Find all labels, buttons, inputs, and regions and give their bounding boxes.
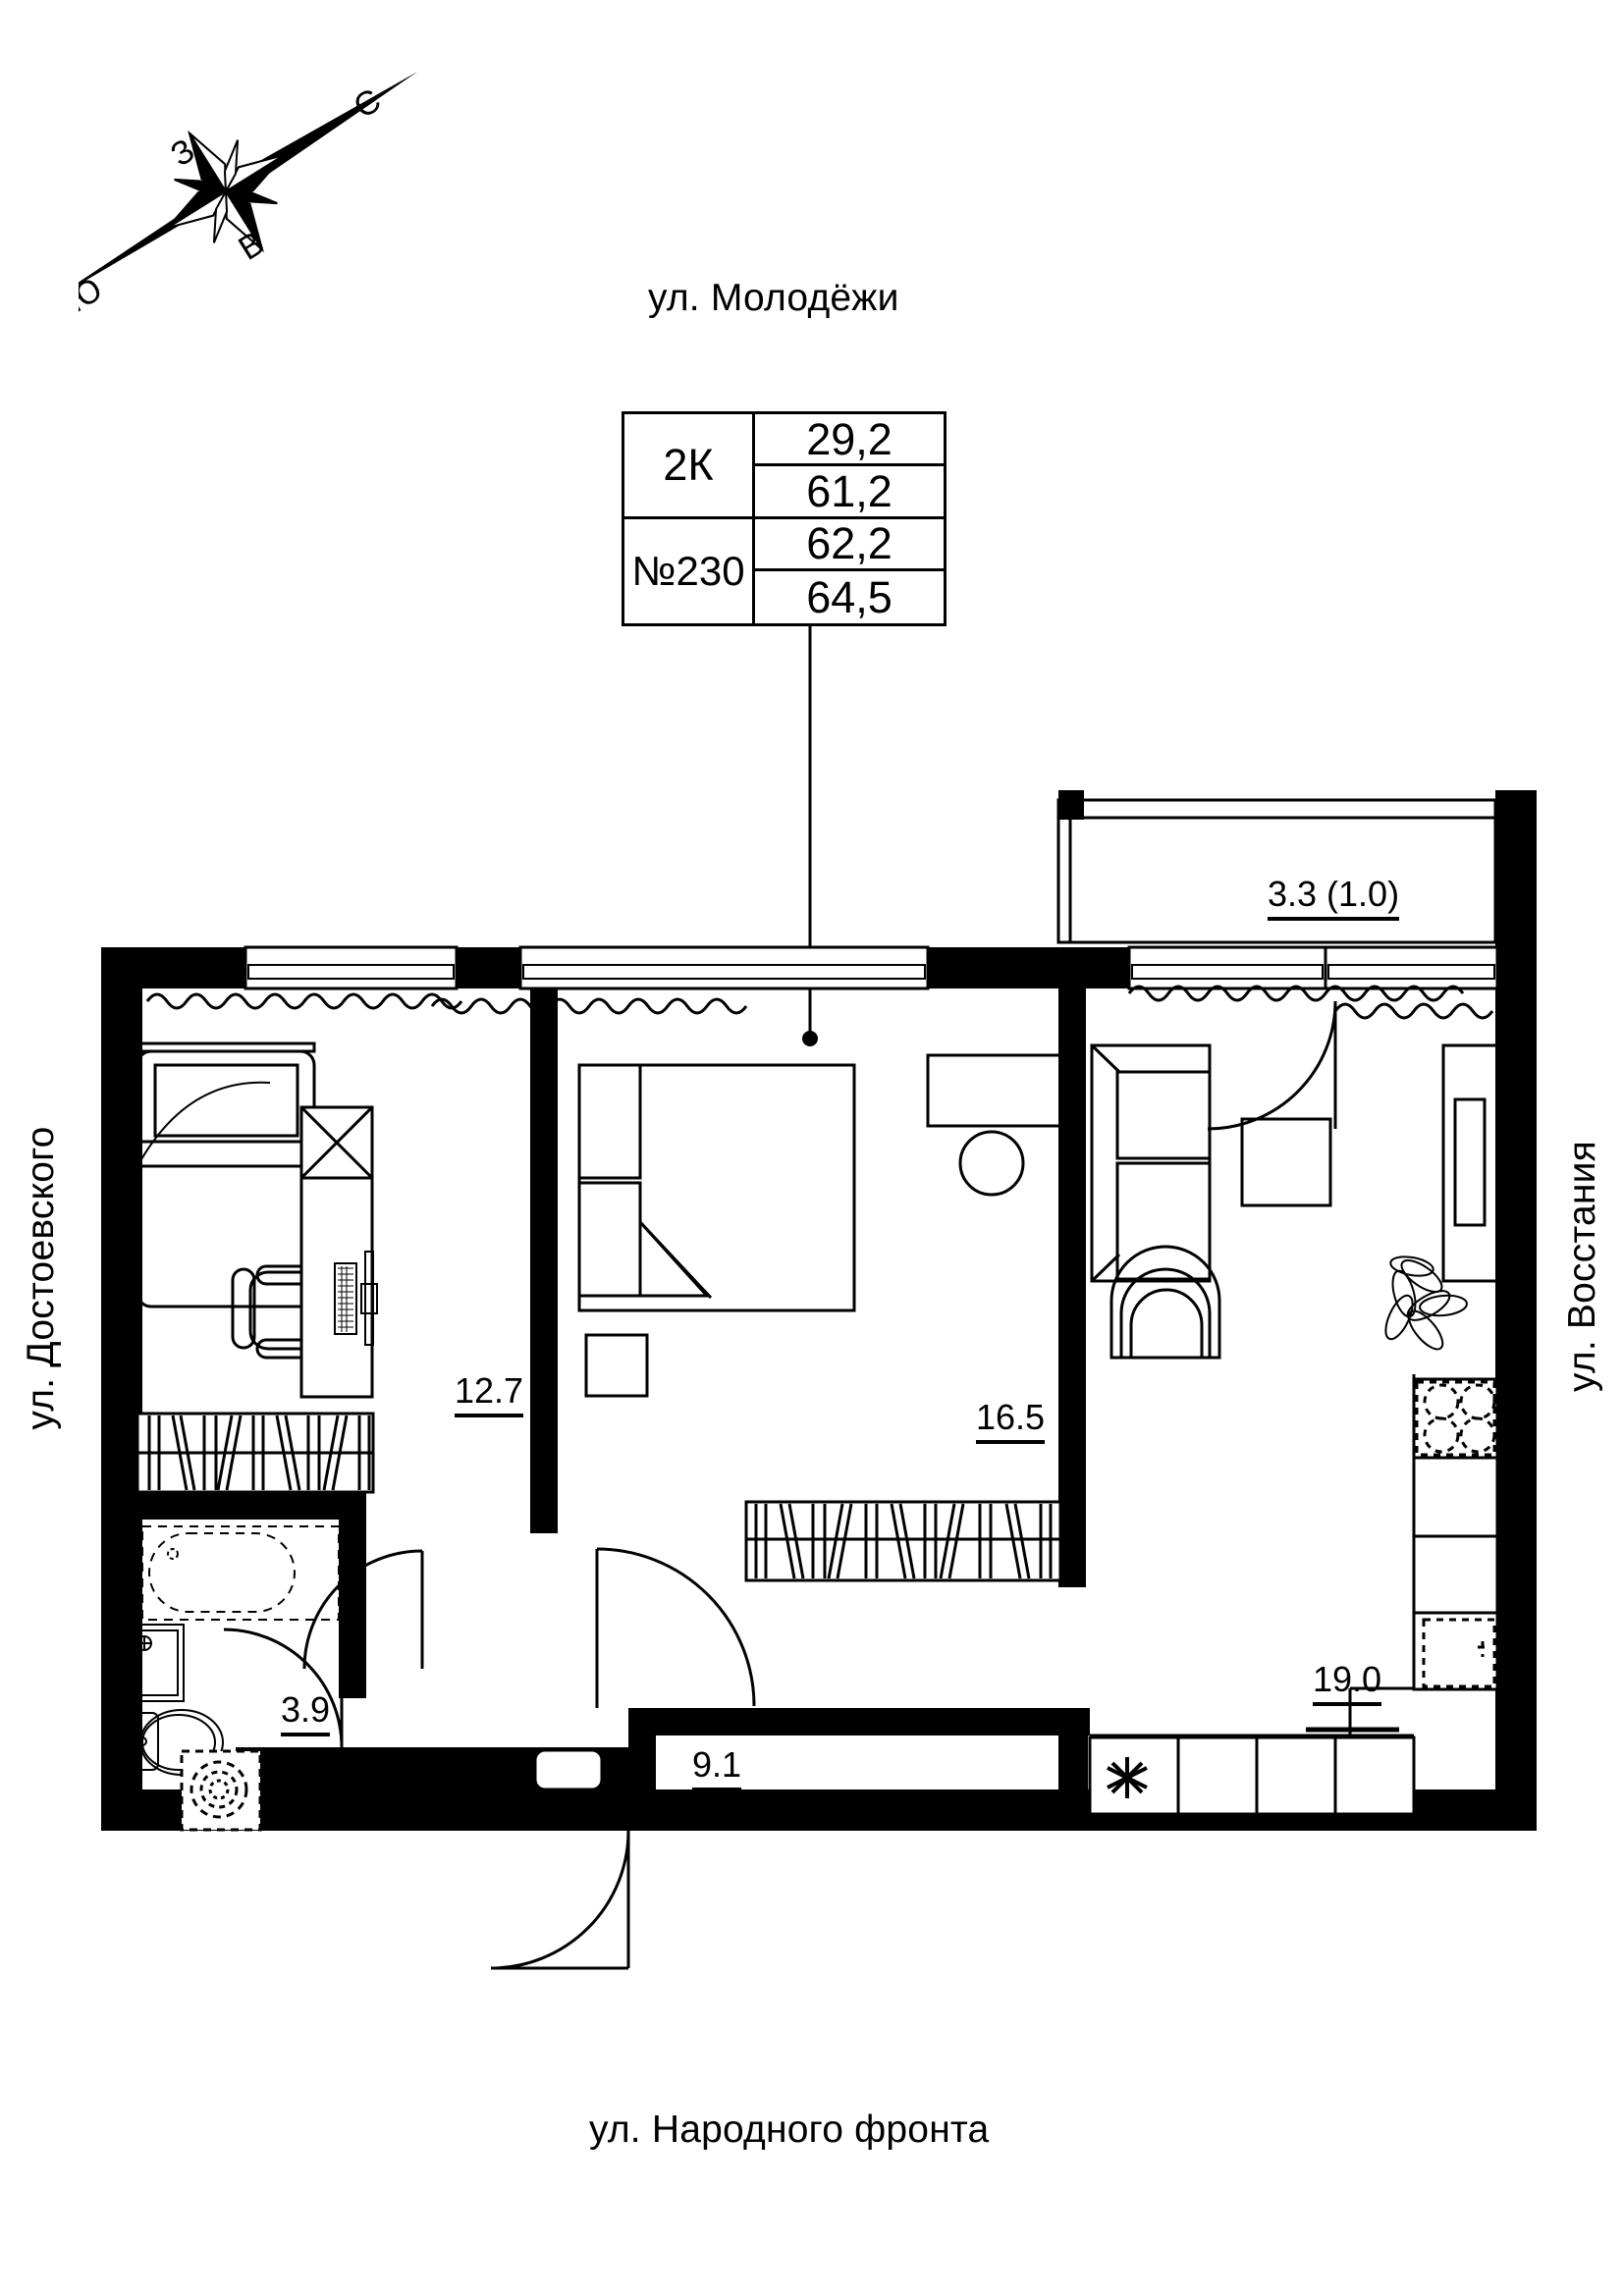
bathroom-fixtures [130, 1525, 344, 1832]
compass-rose: С З В Ю [79, 72, 418, 320]
hallway-features [490, 1748, 630, 1970]
street-label-top: ул. Молодёжи [648, 277, 899, 319]
leader-dot [802, 1031, 818, 1046]
kitchen-outline [1090, 1374, 1416, 1737]
area-label-bedroom-2: 16.5 [976, 1400, 1046, 1444]
bedroom-2-furniture [577, 1053, 1067, 1708]
apartment-type: 2К [624, 414, 755, 519]
apartment-number: №230 [624, 518, 755, 623]
total-area-value: 64,5 [806, 571, 893, 622]
windows-top [243, 945, 1499, 990]
apartment-info-table: 2К 29,2 61,2 №230 62,2 64,5 [622, 411, 947, 626]
area-label-balcony: 3.3 (1.0) [1268, 877, 1400, 921]
living-kitchen-furniture [1088, 1000, 1499, 1816]
balcony [1056, 790, 1537, 952]
street-label-left: ул. Достоевского [20, 1126, 62, 1430]
area-label-living-kitchen: 19.0 [1313, 1662, 1382, 1706]
street-label-right: ул. Восстания [1561, 1141, 1603, 1392]
street-label-bottom: ул. Народного фронта [589, 2109, 990, 2151]
area-label-bathroom: 3.9 [281, 1692, 331, 1736]
area-without-balcony-value: 61,2 [755, 466, 944, 519]
area-with-balcony-coef-value: 62,2 [755, 519, 944, 571]
living-area-value: 29,2 [755, 414, 944, 467]
interior-walls [101, 988, 1090, 1796]
radiators [145, 985, 1494, 1020]
bedroom-1-furniture [135, 1041, 424, 1670]
area-label-hallway: 9.1 [692, 1747, 742, 1791]
area-label-bedroom-1: 12.7 [455, 1373, 524, 1417]
